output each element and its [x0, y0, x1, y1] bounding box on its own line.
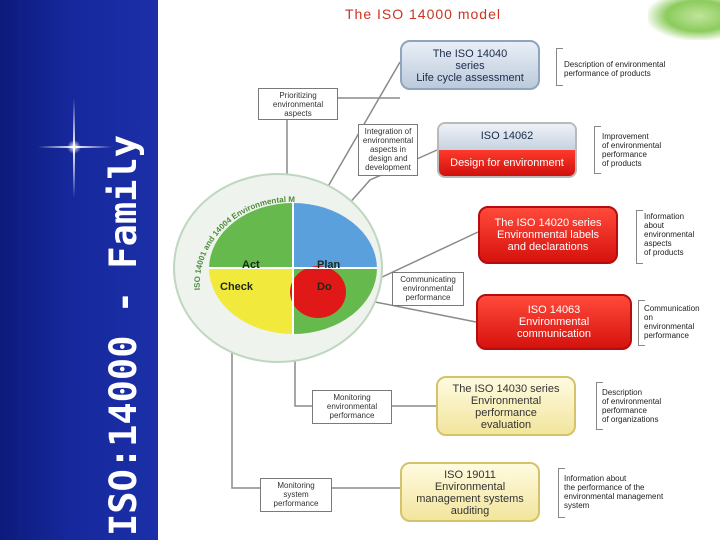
plan-quadrant	[293, 203, 377, 268]
label-line: performance	[329, 411, 375, 420]
bracket-icon	[596, 382, 603, 430]
description-line: Communication	[644, 304, 700, 313]
description-auditing: Information about the performance of the…	[564, 474, 663, 510]
description-performance-evaluation: Description of environmental performance…	[602, 388, 661, 424]
label-line: development	[365, 163, 411, 172]
description-line: of products	[644, 248, 684, 257]
description-line: Description of environmental	[564, 60, 666, 69]
box-line: The ISO 14040	[432, 48, 508, 60]
design-for-environment: Design for environment	[439, 150, 575, 176]
description-line: the performance of the	[564, 483, 645, 492]
description-line: of environmental	[602, 141, 662, 150]
description-line: performance of products	[564, 69, 651, 78]
box-line: Environmental labels	[496, 229, 600, 241]
description-line: performance	[644, 331, 689, 340]
label-line: environmental	[272, 100, 324, 109]
description-line: system	[564, 501, 590, 510]
connector-line	[231, 332, 400, 489]
box-line: The ISO 14030 series	[452, 383, 560, 395]
box-line: management systems	[416, 493, 524, 505]
label-line: Monitoring	[277, 481, 315, 490]
description-line: performance	[602, 406, 647, 415]
description-labels: Information about environmental aspects …	[644, 212, 694, 257]
description-line: Description	[602, 388, 643, 397]
box-line: Environmental	[470, 395, 542, 407]
bracket-icon	[594, 126, 601, 174]
monitoring-system-label-box: Monitoring system performance	[260, 478, 332, 512]
box-line: Environmental	[434, 481, 506, 493]
description-design: Improvement of environmental performance…	[602, 132, 661, 168]
box-line: Life cycle assessment	[416, 72, 524, 84]
iso14063-box: ISO 14063 Environmental communication	[476, 294, 632, 350]
label-line: environmental	[402, 284, 454, 293]
do-label: Do	[317, 281, 332, 293]
integration-label-box: Integration of environmental aspects in …	[358, 124, 418, 176]
label-line: performance	[405, 293, 451, 302]
box-line: ISO 19011	[444, 469, 496, 481]
box-line: communication	[517, 328, 591, 340]
side-band: ISO:14000 - Family	[0, 0, 158, 540]
box-line: performance	[475, 407, 537, 419]
bracket-icon	[556, 48, 563, 86]
box-line: and declarations	[507, 241, 589, 253]
description-line: of products	[602, 159, 642, 168]
label-line: Monitoring	[333, 393, 371, 402]
bracket-icon	[638, 300, 645, 346]
description-line: Improvement	[602, 132, 649, 141]
leaf-decoration-icon	[648, 0, 720, 40]
act-label: Act	[242, 259, 260, 271]
description-line: aspects	[644, 239, 672, 248]
description-line: on	[644, 313, 653, 322]
check-quadrant	[209, 268, 293, 334]
act-quadrant	[209, 203, 293, 268]
description-line: about	[644, 221, 665, 230]
label-line: performance	[273, 499, 319, 508]
label-line: aspects in	[369, 145, 407, 154]
description-communication: Communication on environmental performan…	[644, 304, 700, 340]
connector-line	[379, 231, 479, 279]
description-line: Information about	[564, 474, 627, 483]
label-line: environmental	[362, 136, 414, 145]
label-line: Prioritizing	[279, 91, 317, 100]
description-line: environmental	[644, 230, 695, 239]
label-line: Communicating	[400, 275, 456, 284]
communicating-label-box: Communicating environmental performance	[392, 272, 464, 306]
box-line: evaluation	[480, 419, 532, 431]
prioritizing-label-box: Prioritizing environmental aspects	[258, 88, 338, 120]
iso14062-box: ISO 14062 Design for environment	[437, 122, 577, 178]
description-line: of environmental	[602, 397, 662, 406]
do-red-disc	[290, 266, 346, 318]
description-line: Information	[644, 212, 685, 221]
connector-line	[364, 299, 477, 323]
plan-label: Plan	[317, 259, 341, 271]
iso14062-title: ISO 14062	[439, 124, 575, 150]
description-life-cycle: Description of environmental performance…	[564, 60, 665, 78]
sparkle-icon	[67, 140, 81, 154]
description-line: performance	[602, 150, 647, 159]
description-line: environmental management	[564, 492, 664, 501]
pdca-circle: ISO 14001 and 14004 Environmental Manage…	[0, 0, 383, 363]
iso14030-box: The ISO 14030 series Environmental perfo…	[436, 376, 576, 436]
description-line: environmental	[644, 322, 695, 331]
label-line: aspects	[284, 109, 312, 118]
description-line: of organizations	[602, 415, 659, 424]
box-line: The ISO 14020 series	[494, 217, 602, 229]
box-line: Environmental	[518, 316, 590, 328]
iso14040-box: The ISO 14040 series Life cycle assessme…	[400, 40, 540, 90]
box-line: series	[455, 60, 485, 72]
label-line: system	[283, 490, 309, 499]
iso14020-box: The ISO 14020 series Environmental label…	[478, 206, 618, 264]
box-line: ISO 14063	[527, 304, 581, 316]
label-line: environmental	[326, 402, 378, 411]
check-label: Check	[220, 281, 254, 293]
bracket-icon	[558, 468, 565, 518]
model-title: The ISO 14000 model	[345, 6, 501, 22]
label-line: Integration of	[364, 127, 412, 136]
monitoring-environmental-label-box: Monitoring environmental performance	[312, 390, 392, 424]
label-line: design and	[368, 154, 408, 163]
bracket-icon	[636, 210, 643, 264]
box-line: auditing	[450, 505, 490, 517]
iso19011-box: ISO 19011 Environmental management syste…	[400, 462, 540, 522]
